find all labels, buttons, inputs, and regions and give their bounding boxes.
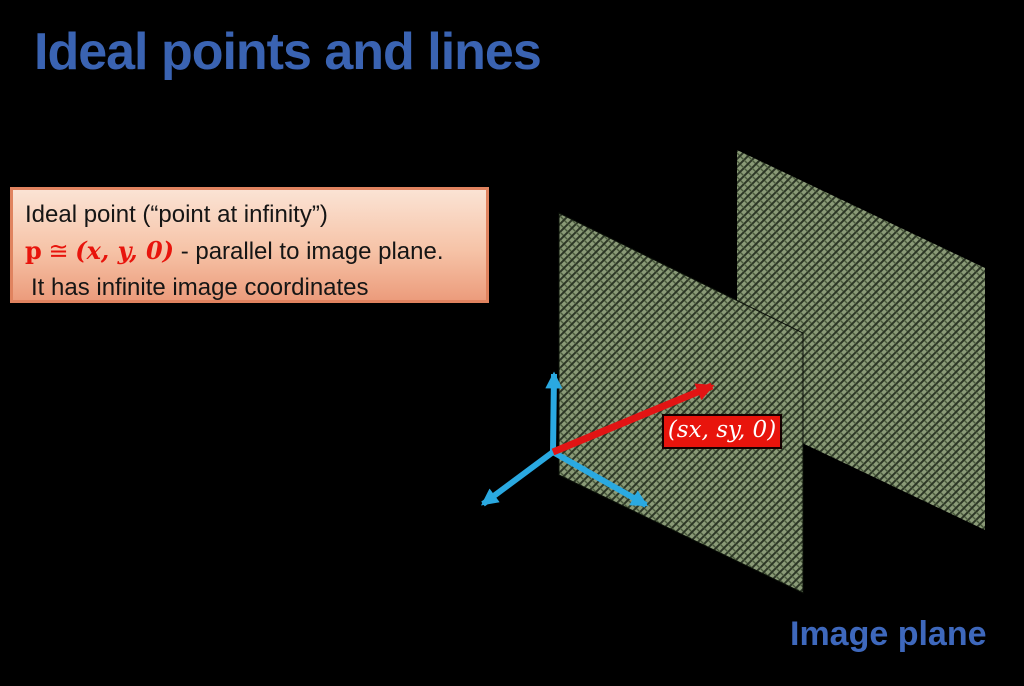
ideal-point-info-box: Ideal point (“point at infinity”) p ≅ (x… (10, 187, 489, 303)
math-congruent-symbol: ≅ (41, 238, 76, 265)
math-homogeneous-coords: (x, y, 0) (75, 236, 175, 265)
math-vector-p: p (25, 236, 42, 265)
slide-title: Ideal points and lines (34, 23, 542, 81)
ideal-point-vector-arrow (551, 382, 715, 456)
info-line-1: Ideal point (“point at infinity”) (25, 201, 328, 228)
z-axis-arrow (480, 449, 555, 507)
vector-coords-label: (sx, sy, 0) (662, 414, 782, 449)
info-line-2: p ≅ (x, y, 0) - parallel to image plane. (25, 233, 476, 270)
x-axis-arrow (551, 449, 649, 508)
image-plane-label: Image plane (790, 615, 987, 653)
y-axis-arrow (545, 371, 563, 453)
info-line-2-rest: - parallel to image plane. (174, 238, 444, 265)
info-line-3: It has infinite image coordinates (31, 274, 369, 301)
